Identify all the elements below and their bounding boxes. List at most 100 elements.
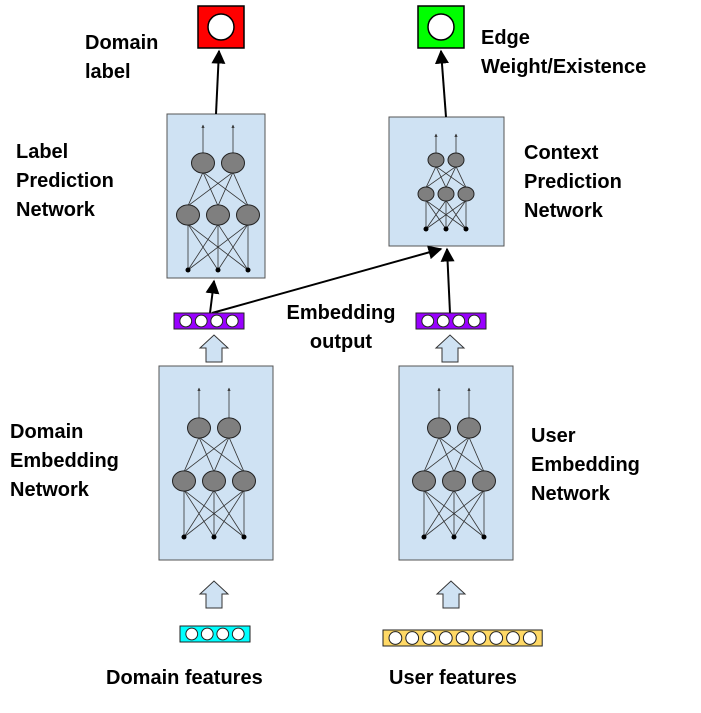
net-edge: [202, 171, 249, 207]
input-node: [451, 534, 457, 540]
context-net-to-edge-weight-arrow: [434, 49, 449, 118]
domain-feature-unit: [185, 627, 199, 641]
user-embedding-unit: [421, 314, 435, 328]
domain-embedding-unit: [179, 314, 193, 328]
domain-embedding-to-context-net-arrow: [211, 245, 443, 314]
net-edge: [232, 172, 249, 206]
user-features-text: User features: [389, 667, 517, 689]
domain-embedding-network: [158, 365, 274, 561]
input-node: [185, 267, 191, 273]
top-neuron: [447, 152, 465, 168]
user-feature-unit: [422, 631, 436, 645]
net-edge: [423, 489, 455, 538]
domain-network-graph: [172, 387, 256, 540]
net-edge: [187, 223, 249, 271]
input-node: [181, 534, 187, 540]
net-edge: [202, 172, 219, 206]
user-embedding-vector: [415, 312, 487, 330]
user-feature-unit: [506, 631, 520, 645]
user-feature-unit: [522, 631, 537, 645]
hidden-neuron: [457, 186, 475, 202]
net-edge: [183, 489, 245, 538]
net-edge: [183, 437, 200, 472]
hidden-neuron: [417, 186, 435, 202]
hidden-neuron: [236, 204, 260, 226]
domain-embedding-box: [173, 312, 245, 330]
label-network-graph: [176, 124, 260, 273]
input-node: [481, 534, 487, 540]
domain-embedding-to-label-net-arrow: [205, 279, 220, 314]
input-node: [421, 534, 427, 540]
user-feature-unit: [455, 631, 470, 645]
user-embedding-box: [415, 312, 487, 330]
domain-embedding-vector: [173, 312, 245, 330]
user-embedding-to-context-net-arrow: [440, 247, 455, 314]
net-edge: [435, 166, 447, 188]
input-node: [215, 267, 221, 273]
user-embedding-up-arrow: [434, 334, 466, 363]
net-edge: [183, 489, 215, 538]
net-edge: [423, 489, 485, 538]
user-feature-unit: [388, 631, 403, 645]
hidden-neuron: [206, 204, 230, 226]
user-embedding-unit: [452, 314, 466, 328]
context-network-graph: [417, 133, 475, 232]
user-embedding-unit: [436, 314, 450, 328]
net-edge: [213, 489, 245, 538]
hidden-neuron: [472, 470, 496, 492]
domain-label-output: [197, 5, 245, 49]
hidden-neuron: [442, 470, 466, 492]
net-edge: [198, 436, 245, 473]
net-edge: [468, 437, 485, 472]
context-prediction-network: [388, 116, 505, 247]
input-node: [241, 534, 247, 540]
domain-features-vector: [179, 625, 251, 643]
label-net-to-domain-label-arrow: [211, 49, 226, 115]
net-edge: [435, 166, 467, 188]
top-neuron: [217, 417, 241, 439]
net-edge: [455, 166, 467, 188]
edge-weight-output: [417, 5, 465, 49]
user-features-vector: [382, 629, 543, 647]
net-edge: [438, 437, 455, 472]
user-embedding-unit: [467, 314, 481, 328]
net-edge: [425, 166, 437, 188]
domain-embedding-unit: [194, 314, 208, 328]
net-edge: [217, 223, 249, 271]
user-feature-unit: [489, 631, 504, 645]
hidden-neuron: [176, 204, 200, 226]
domain-embedding-unit: [210, 314, 224, 328]
domain-feature-box: [179, 625, 251, 643]
top-neuron: [221, 152, 245, 174]
input-node: [211, 534, 217, 540]
user-features-up-arrow: [435, 580, 467, 609]
domain-feature-unit: [216, 627, 230, 641]
domain-feature-unit: [231, 627, 245, 641]
net-edge: [423, 437, 440, 472]
net-edge: [198, 437, 215, 472]
user-network-graph: [412, 387, 496, 540]
net-edge: [187, 172, 204, 206]
top-neuron: [457, 417, 481, 439]
user-embedding-network: [398, 365, 514, 561]
net-edge: [445, 200, 467, 230]
top-neuron: [427, 152, 445, 168]
input-node: [423, 226, 429, 232]
hidden-neuron: [202, 470, 226, 492]
label-prediction-network: [166, 113, 266, 279]
net-edge: [187, 223, 219, 271]
input-node: [463, 226, 469, 232]
user-feature-unit: [472, 631, 487, 645]
input-node: [245, 267, 251, 273]
top-neuron: [187, 417, 211, 439]
domain-embedding-unit: [225, 314, 239, 328]
net-edge: [438, 436, 485, 473]
user-feature-unit: [405, 631, 420, 645]
